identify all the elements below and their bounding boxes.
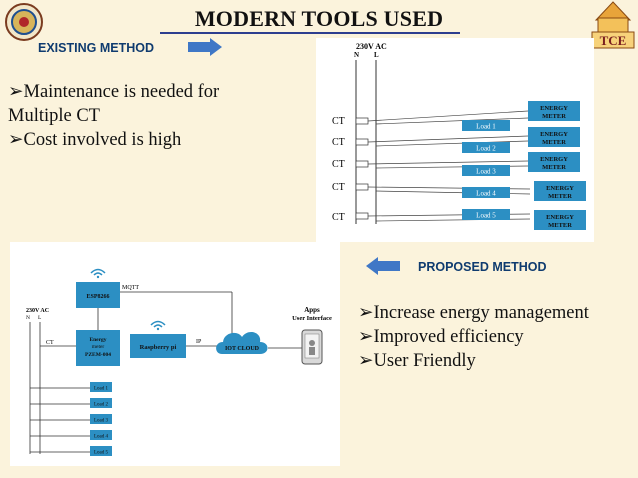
meter-label: ENERGY xyxy=(546,214,574,221)
energy-meter-box xyxy=(534,210,586,230)
checkmark-arrow-icon: ➢ xyxy=(358,327,374,347)
load-label: Load 3 xyxy=(476,168,496,176)
load-box xyxy=(462,209,510,220)
supply-label: 230V AC xyxy=(356,42,387,51)
phase-n-label: N xyxy=(26,315,30,321)
loads-group: Load 1 Load 2 Load 3 Load 4 Load 5 xyxy=(30,382,112,456)
meter-label: METER xyxy=(548,222,572,229)
load-box xyxy=(90,382,112,392)
meter-label: meter xyxy=(92,344,105,350)
title-underline xyxy=(160,32,460,34)
ct-sensor xyxy=(355,183,369,191)
meter-label: METER xyxy=(542,164,566,171)
raspberry-pi-box xyxy=(130,334,186,358)
ip-label: IP xyxy=(196,339,202,345)
load-box xyxy=(462,142,510,153)
load-box xyxy=(462,165,510,176)
meter-label: METER xyxy=(542,113,566,120)
meter-model-label: PZEM-004 xyxy=(85,352,111,358)
phase-n-label: N xyxy=(354,51,359,59)
iot-cloud-icon xyxy=(216,331,268,354)
ct-sensor xyxy=(355,160,369,168)
load-box xyxy=(90,414,112,424)
load-label: Load 4 xyxy=(476,190,496,198)
meter-label: ENERGY xyxy=(540,131,568,138)
load-box xyxy=(90,398,112,408)
raspberry-pi-label: Raspberry pi xyxy=(140,344,177,351)
ct-label: CT xyxy=(332,137,345,148)
mqtt-label: MQTT xyxy=(122,285,139,291)
proposed-method-label: PROPOSED METHOD xyxy=(418,260,547,274)
ct-label: CT xyxy=(332,212,345,223)
ct-sensor xyxy=(355,138,369,146)
phase-l-label: L xyxy=(374,51,379,59)
proposed-bullet-2: ➢Improved efficiency xyxy=(358,327,524,347)
energy-meter-box xyxy=(534,181,586,201)
esp8266-box xyxy=(76,282,120,308)
ct-label: CT xyxy=(332,116,345,127)
existing-bullet-1-cont: Multiple CT xyxy=(8,106,100,126)
meter-label: ENERGY xyxy=(540,105,568,112)
tce-temple-logo: TCE xyxy=(591,1,635,49)
meter-label: Energy xyxy=(89,337,106,343)
svg-text:TCE: TCE xyxy=(600,33,627,48)
meter-label: ENERGY xyxy=(546,185,574,192)
iot-cloud-label: IOT CLOUD xyxy=(225,346,260,352)
energy-meter-box xyxy=(528,101,580,121)
load-label: Load 1 xyxy=(476,123,496,131)
existing-bullet-1: ➢Maintenance is needed for xyxy=(8,82,220,102)
energy-meter-box xyxy=(528,152,580,172)
load-label: Load 4 xyxy=(94,435,109,440)
checkmark-arrow-icon: ➢ xyxy=(8,130,24,150)
esp8266-label: ESP8266 xyxy=(86,294,109,300)
ct-sensor xyxy=(355,212,369,220)
user-interface-label: User Interface xyxy=(292,315,332,322)
meter-label: METER xyxy=(548,193,572,200)
load-label: Load 2 xyxy=(476,145,496,153)
meter-label: ENERGY xyxy=(540,156,568,163)
load-box xyxy=(462,120,510,131)
ct-rows: CT Load 1 ENERGY METER CT Load 2 ENERGY … xyxy=(332,101,586,230)
left-arrow-icon xyxy=(366,257,400,275)
load-label: Load 3 xyxy=(94,419,109,424)
ct-sensor xyxy=(355,117,369,125)
wifi-icon xyxy=(150,320,166,331)
checkmark-arrow-icon: ➢ xyxy=(358,351,374,371)
existing-method-diagram: 230V AC N L CT Load 1 ENERGY METER CT Lo… xyxy=(316,38,594,242)
wifi-icon xyxy=(90,268,106,279)
supply-label: 230V AC xyxy=(26,308,49,314)
slide-title: MODERN TOOLS USED xyxy=(194,6,444,31)
load-box xyxy=(90,430,112,440)
proposed-bullet-1: ➢Increase energy management xyxy=(358,303,589,323)
apps-label: Apps xyxy=(304,306,320,314)
right-arrow-icon xyxy=(188,38,222,56)
load-label: Load 2 xyxy=(94,403,109,408)
ct-label: CT xyxy=(46,340,54,346)
ct-label: CT xyxy=(332,159,345,170)
existing-method-label: EXISTING METHOD xyxy=(38,41,154,55)
load-box xyxy=(90,446,112,456)
load-label: Load 5 xyxy=(476,212,496,220)
college-seal-logo xyxy=(5,3,43,41)
load-box xyxy=(462,187,510,198)
load-label: Load 1 xyxy=(94,387,109,392)
existing-bullet-2: ➢Cost involved is high xyxy=(8,130,182,150)
checkmark-arrow-icon: ➢ xyxy=(358,303,374,323)
load-label: Load 5 xyxy=(94,451,109,456)
phase-l-label: L xyxy=(38,315,42,321)
proposed-bullet-3: ➢User Friendly xyxy=(358,351,476,371)
energy-meter-box xyxy=(76,330,120,366)
checkmark-arrow-icon: ➢ xyxy=(8,82,24,102)
proposed-method-diagram: 230V AC N L CT ESP8266 MQTT Energy meter… xyxy=(10,242,340,466)
meter-label: METER xyxy=(542,139,566,146)
ct-label: CT xyxy=(332,182,345,193)
energy-meter-box xyxy=(528,127,580,147)
